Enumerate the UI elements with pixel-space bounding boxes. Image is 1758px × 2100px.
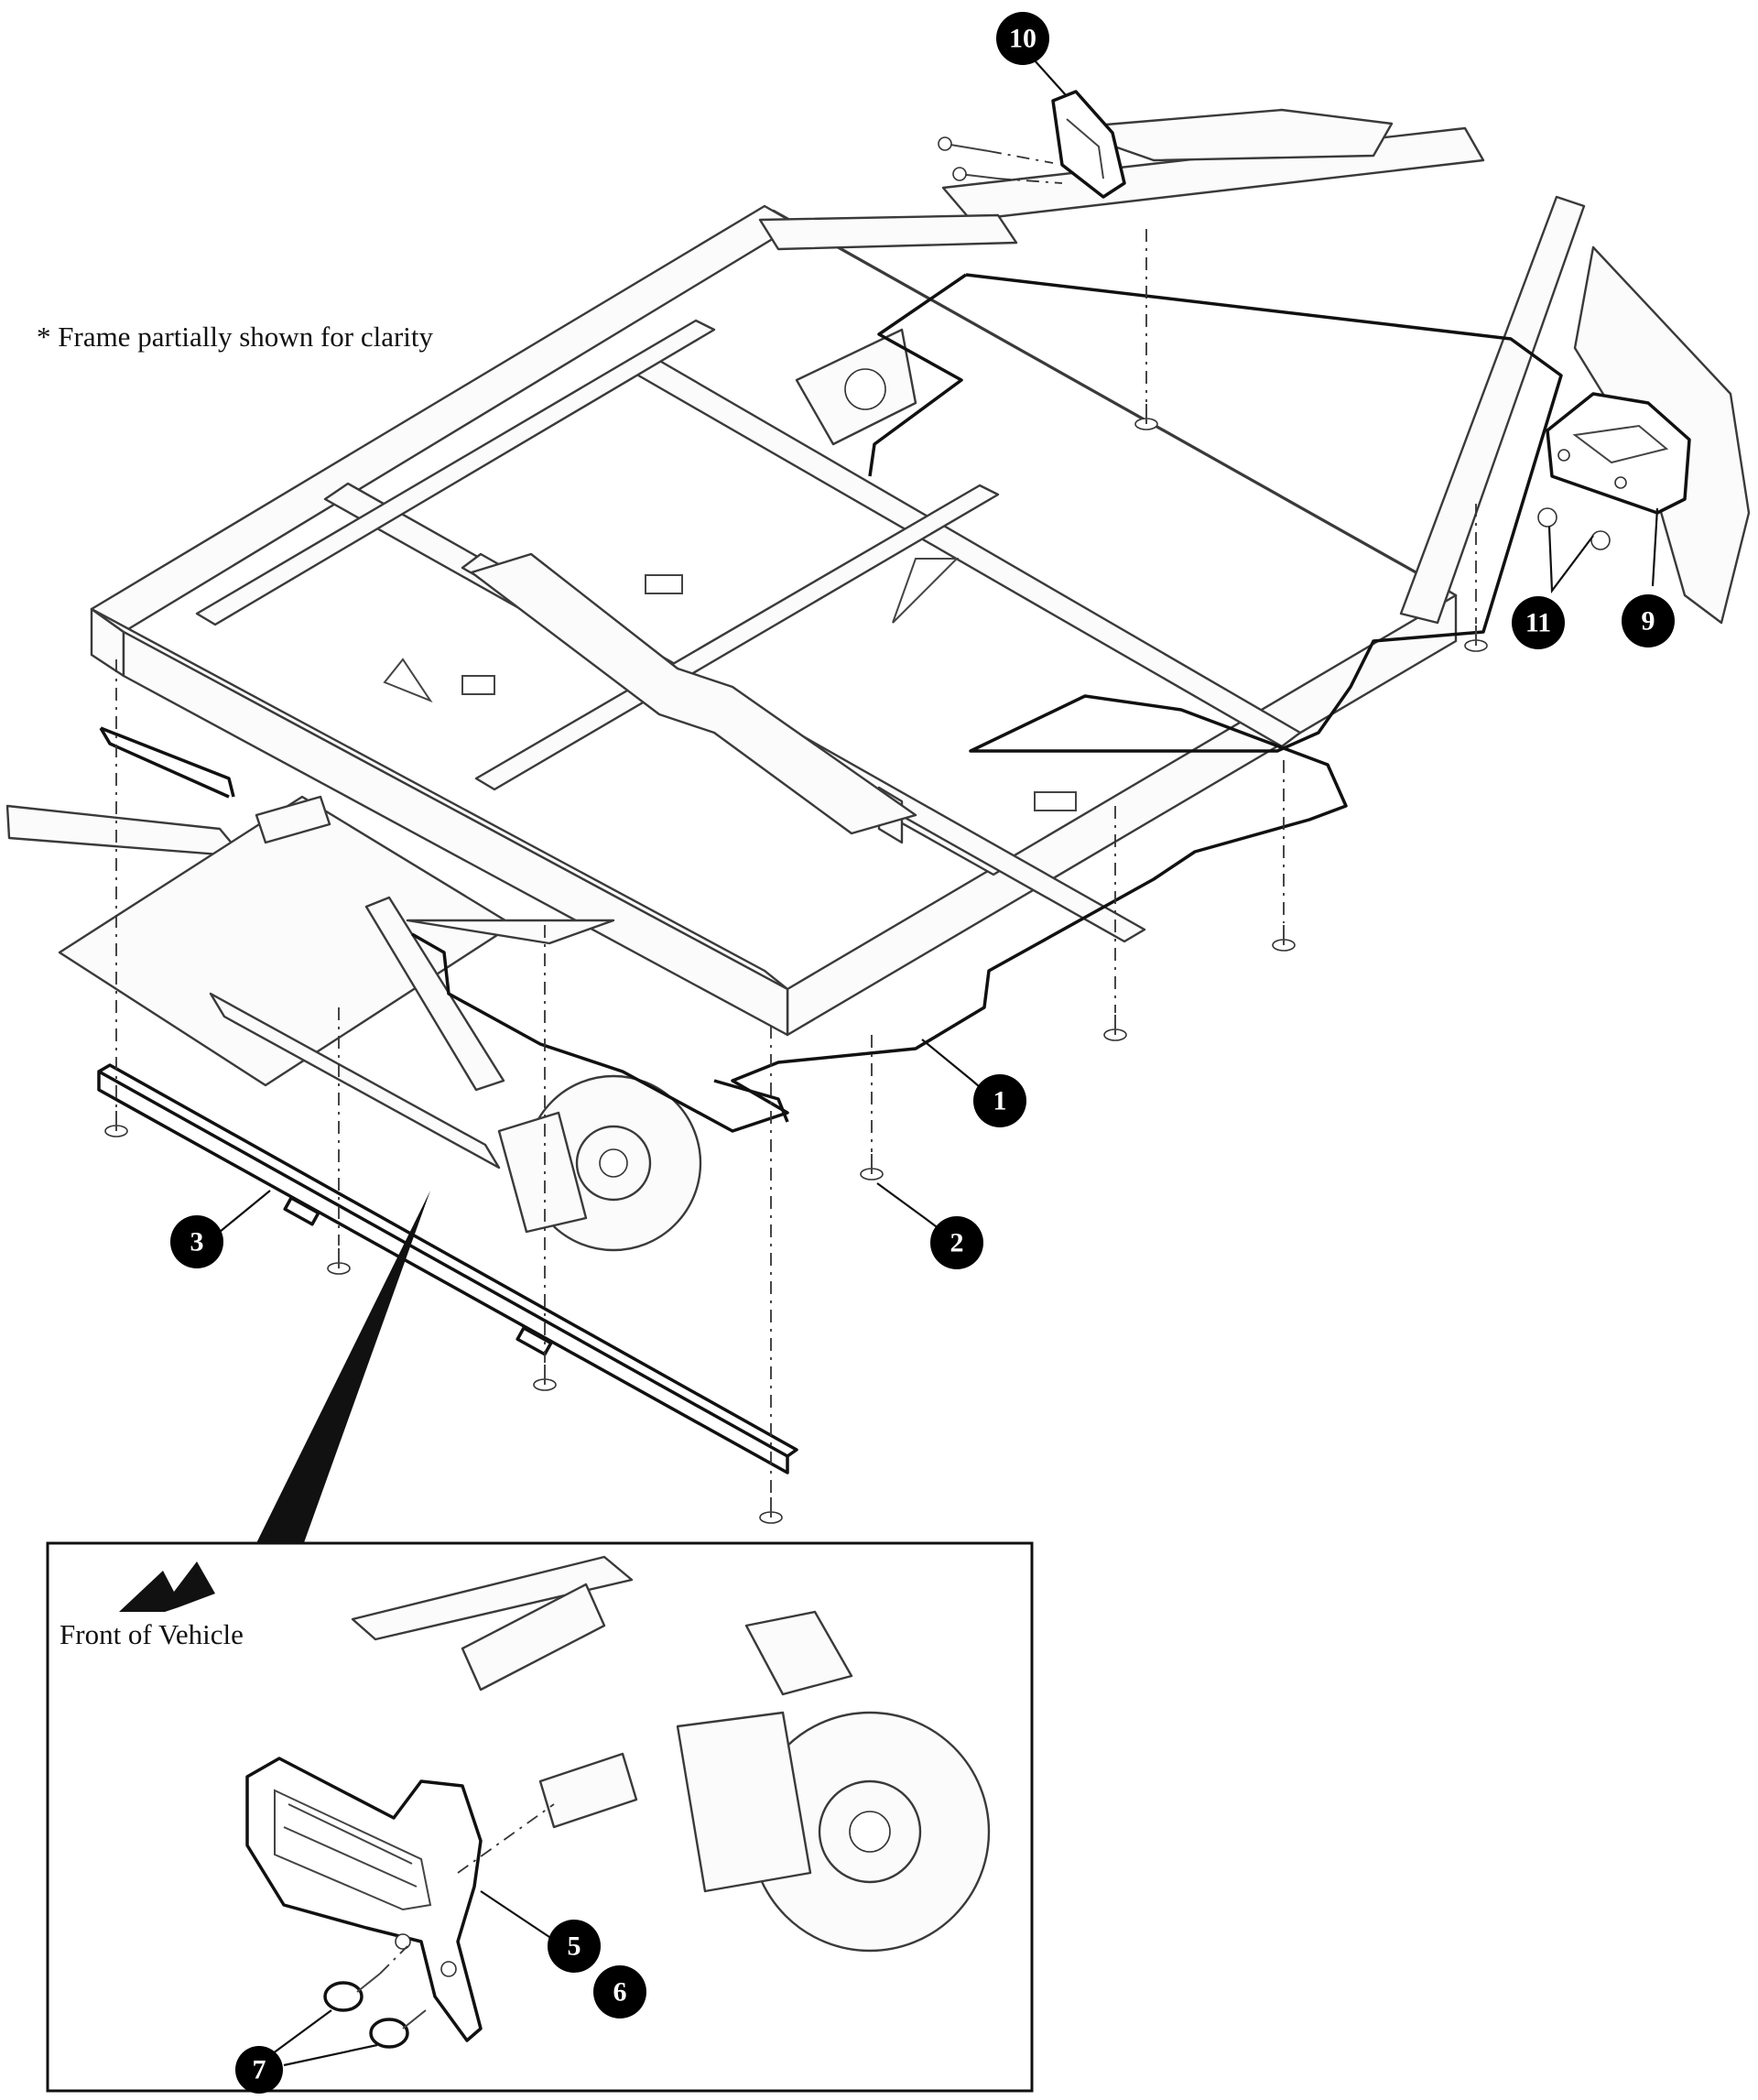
front-of-vehicle-label: Front of Vehicle bbox=[60, 1618, 244, 1650]
svg-text:3: 3 bbox=[190, 1227, 204, 1257]
detail-inset: Front of Vehicle bbox=[46, 1541, 1034, 2093]
svg-text:1: 1 bbox=[993, 1086, 1007, 1116]
callout-7: 7 bbox=[235, 2046, 283, 2094]
floor-pan-part-1 bbox=[99, 273, 1563, 1133]
rear-guard-part-9 bbox=[1546, 392, 1691, 515]
callout-9: 9 bbox=[1622, 594, 1675, 647]
front-rail-part-3 bbox=[97, 1063, 798, 1474]
callout-2: 2 bbox=[930, 1216, 983, 1269]
upper-guard-part-10 bbox=[1051, 90, 1126, 199]
callout-1: 1 bbox=[973, 1074, 1026, 1127]
bolt-part-2 bbox=[860, 1154, 884, 1181]
svg-text:9: 9 bbox=[1642, 606, 1655, 637]
callout-3: 3 bbox=[170, 1215, 223, 1268]
callout-10: 10 bbox=[996, 12, 1049, 65]
svg-text:5: 5 bbox=[568, 1931, 581, 1962]
svg-text:11: 11 bbox=[1525, 608, 1551, 638]
wheel-guard-part-5-6 bbox=[245, 1757, 483, 2042]
callout-5: 5 bbox=[548, 1920, 601, 1973]
svg-text:7: 7 bbox=[253, 2055, 266, 2085]
detail-pointer bbox=[256, 1191, 430, 1548]
front-direction-arrow-icon bbox=[119, 1561, 215, 1612]
callout-11: 11 bbox=[1512, 596, 1565, 649]
frame-note: * Frame partially shown for clarity bbox=[37, 321, 434, 353]
callout-6: 6 bbox=[593, 1965, 646, 2018]
svg-text:6: 6 bbox=[613, 1977, 627, 2008]
fastener-bolts bbox=[104, 136, 1611, 1524]
alignment-lines bbox=[115, 150, 1477, 1495]
svg-text:2: 2 bbox=[950, 1228, 964, 1258]
svg-text:10: 10 bbox=[1009, 24, 1036, 54]
bolts-part-7 bbox=[323, 1973, 427, 2049]
vehicle-frame bbox=[5, 108, 1751, 1252]
